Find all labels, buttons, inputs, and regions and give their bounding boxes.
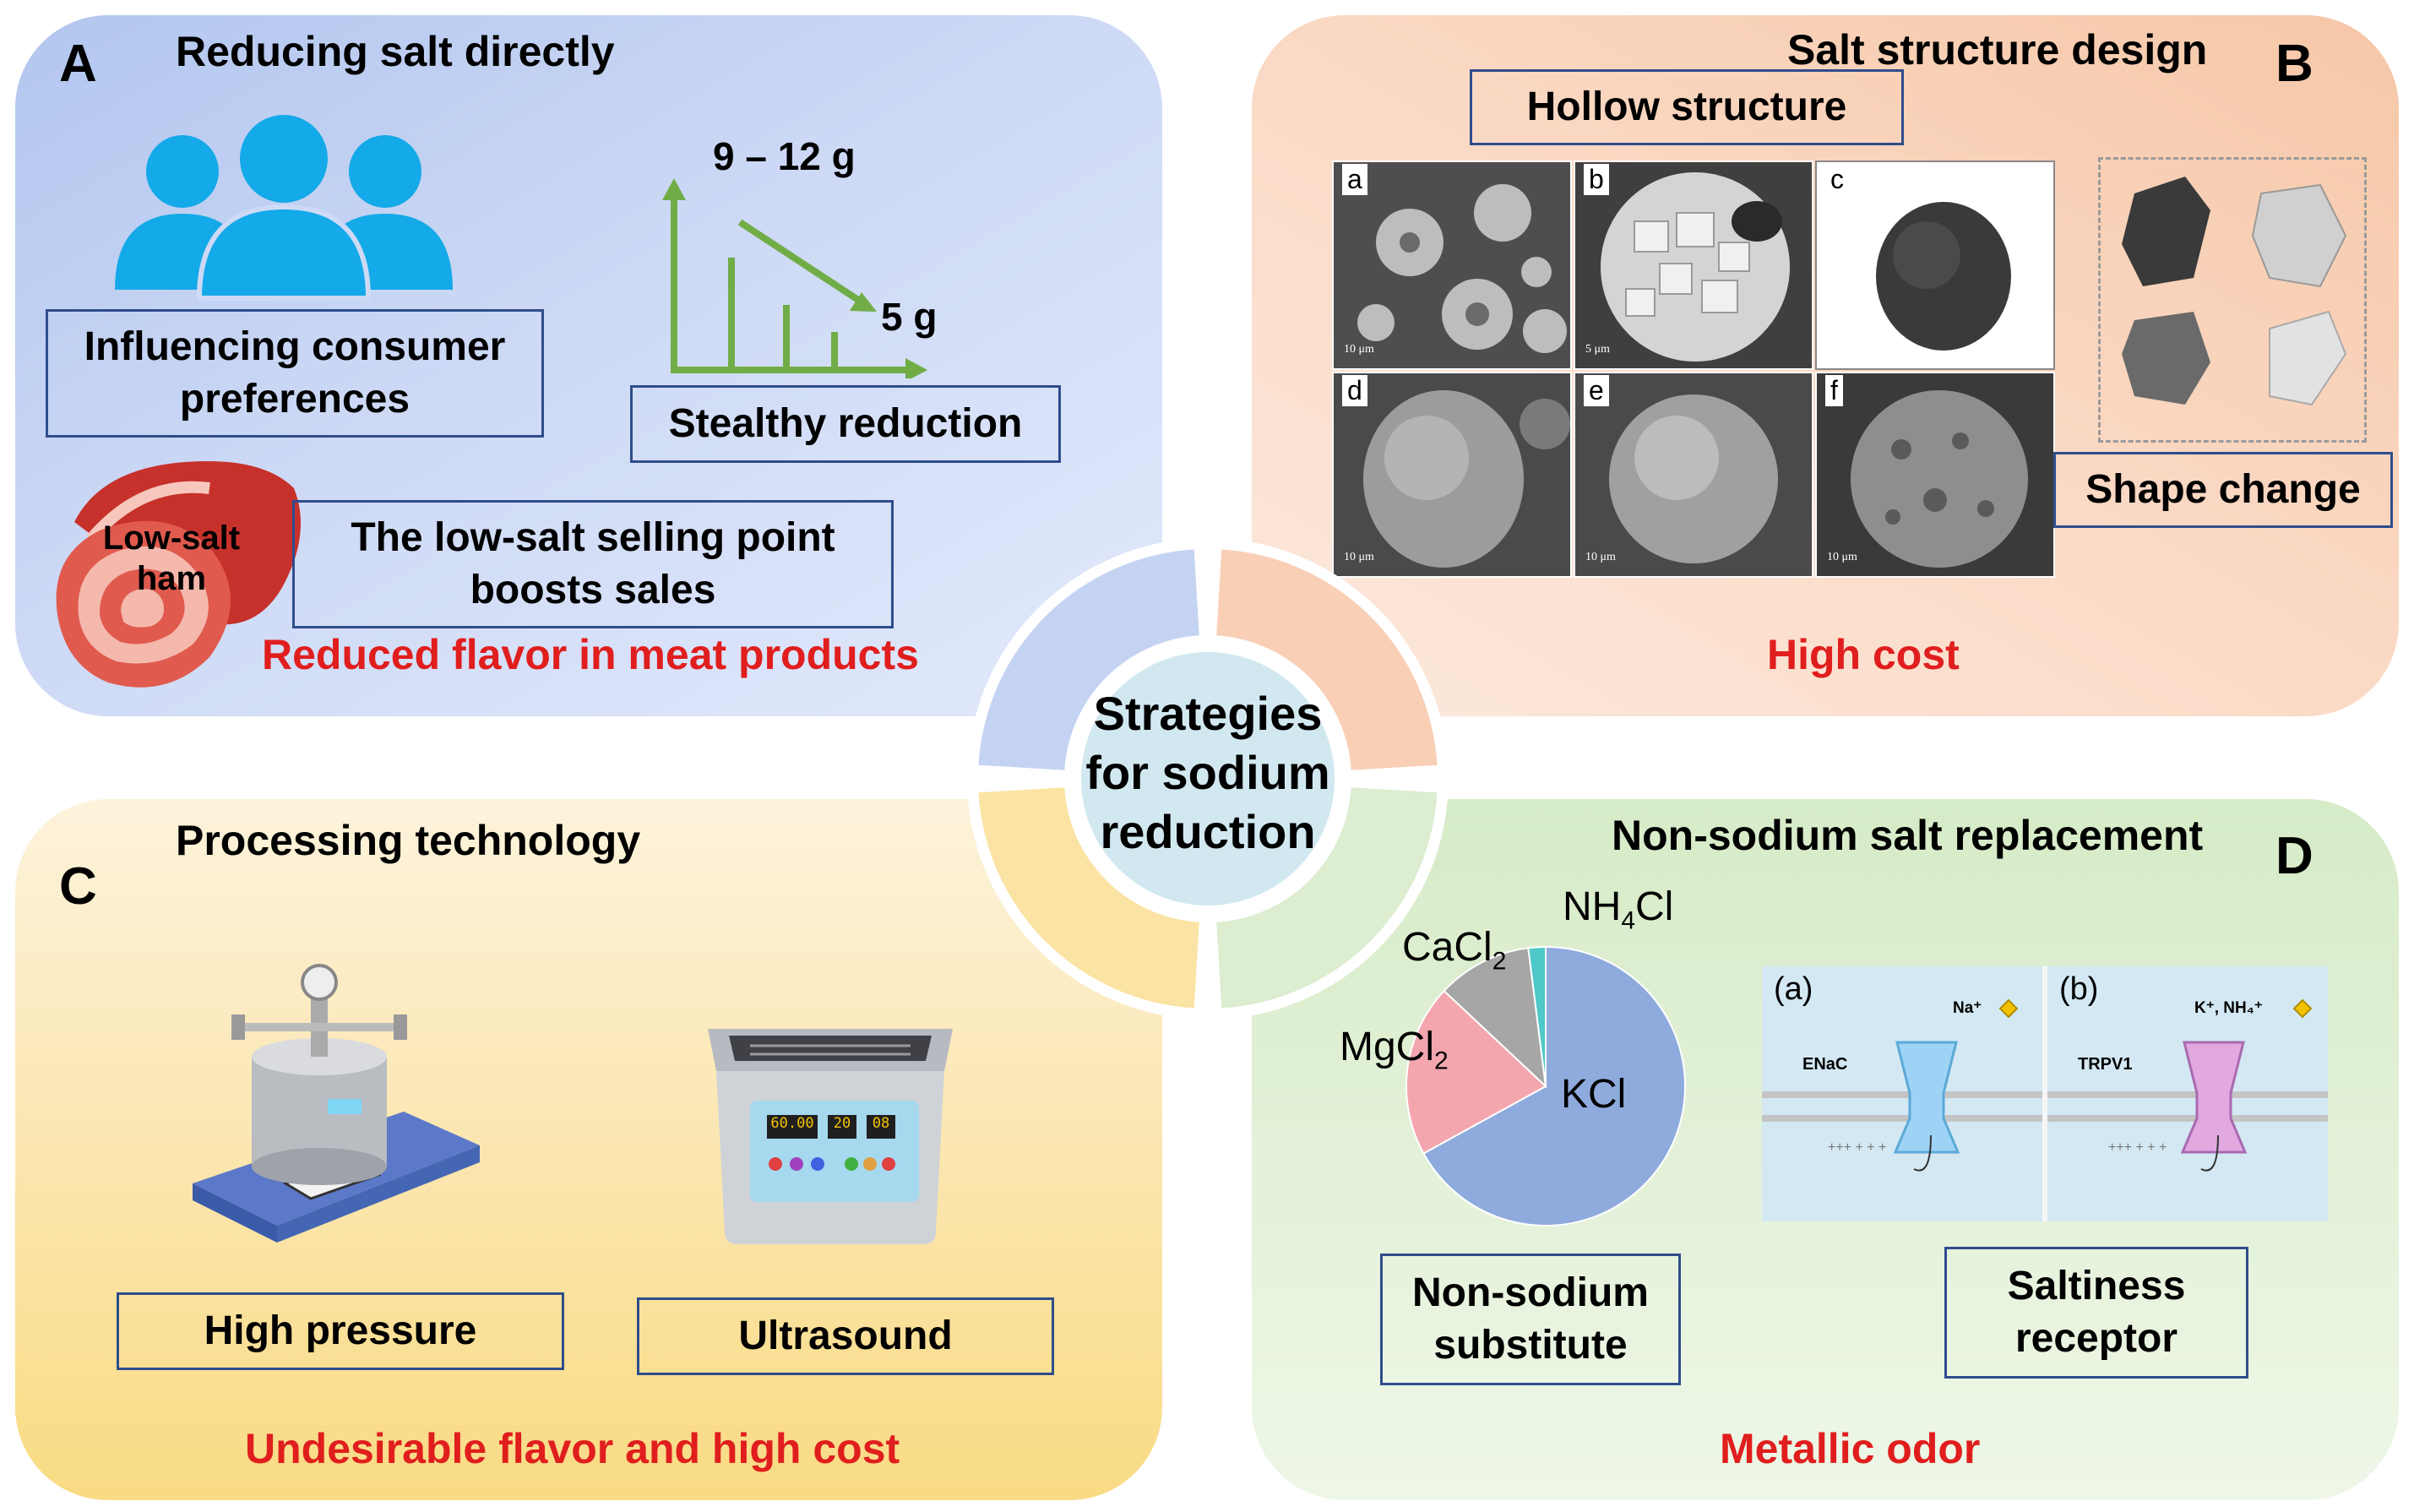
micrograph-e: e 10 μm <box>1574 372 1813 578</box>
taste-receptor-diagram <box>1762 966 2328 1221</box>
panel-c-drawback: Undesirable flavor and high cost <box>245 1425 900 1472</box>
micrograph-a-scale: 10 μm <box>1344 343 1374 356</box>
pie-slice-mgcl2 <box>1405 989 1547 1155</box>
panel-d-title: Non-sodium salt replacement <box>1612 812 2204 859</box>
micrograph-a-image <box>1357 184 1567 353</box>
receptor-panel-a-label: (a) <box>1774 971 1813 1007</box>
high-pressure-box: High pressure <box>117 1292 564 1370</box>
pie-label-cacl2: CaCl2 <box>1402 925 1507 976</box>
panel-b-drawback: High cost <box>1767 631 1960 678</box>
center-ring <box>967 538 1449 1020</box>
micrograph-f-label: f <box>1825 375 1843 406</box>
center-disc <box>1081 652 1335 906</box>
ultrasound-display-temp: 08 <box>872 1115 890 1132</box>
receptor-panel-b-label: (b) <box>2059 971 2099 1007</box>
ring-segment-c <box>978 787 1199 1009</box>
pie-slice-kcl <box>1422 945 1686 1226</box>
panel-d-drawback: Metallic odor <box>1720 1425 1981 1472</box>
micrograph-b: b 5 μm <box>1574 160 1813 370</box>
pie-label-nh4cl: NH4Cl <box>1563 884 1674 935</box>
potassium-ammonium-ion-label: K⁺, NH₄⁺ <box>2194 999 2263 1017</box>
declining-bar-icon <box>662 178 927 378</box>
pie-label-kcl: KCl <box>1561 1072 1627 1117</box>
panel-a-title: Reducing salt directly <box>176 28 615 75</box>
micrograph-b-label: b <box>1584 164 1609 195</box>
membrane-charge-a: +++ + + + <box>1828 1140 1887 1155</box>
ultrasound-display-power: 20 <box>833 1115 851 1132</box>
micrograph-d-scale: 10 μm <box>1344 551 1374 563</box>
micrograph-f-image <box>1851 390 2028 568</box>
ultrasound-box: Ultrasound <box>637 1297 1054 1375</box>
trpv1-label: TRPV1 <box>2078 1055 2133 1074</box>
panel-b-title: Salt structure design <box>1787 26 2208 73</box>
shape-change-frame <box>2098 157 2367 443</box>
micrograph-e-label: e <box>1584 375 1609 406</box>
membrane-charge-b: +++ + + + <box>2108 1140 2167 1155</box>
micrograph-b-scale: 5 μm <box>1585 343 1610 356</box>
micrograph-a-label: a <box>1342 164 1367 195</box>
pie-slice-cacl2 <box>1443 947 1547 1089</box>
consumers-icon <box>115 115 453 301</box>
micrograph-d-label: d <box>1342 375 1367 406</box>
panel-a-drawback: Reduced flavor in meat products <box>262 631 919 678</box>
enac-label: ENaC <box>1802 1055 1848 1074</box>
high-pressure-reactor-icon <box>193 964 480 1243</box>
stealthy-reduction-box: Stealthy reduction <box>630 385 1061 463</box>
micrograph-e-scale: 10 μm <box>1585 551 1616 563</box>
panel-a-letter: A <box>59 35 97 93</box>
pie-label-mgcl2: MgCl2 <box>1340 1025 1449 1075</box>
micrograph-d-image <box>1363 390 1570 568</box>
micrograph-e-image <box>1609 394 1778 563</box>
ring-segment-b <box>1216 549 1438 770</box>
crystal-shapes-image <box>2122 177 2347 406</box>
micrograph-f-scale: 10 μm <box>1827 551 1857 563</box>
salt-substitute-pie-chart <box>1405 945 1686 1226</box>
ham-icon <box>56 461 301 688</box>
ring-segment-a <box>978 549 1199 770</box>
panel-b: Salt structure design B Hollow structure… <box>1252 15 2399 716</box>
micrograph-f: f 10 μm <box>1815 372 2055 578</box>
ultrasound-display-time: 60.00 <box>770 1115 814 1132</box>
panel-d: Non-sodium salt replacement D NH4Cl CaCl… <box>1252 799 2399 1500</box>
micrograph-c-image <box>1876 202 2011 351</box>
salt-intake-current-label: 9 – 12 g <box>713 134 856 178</box>
panel-c-letter: C <box>59 857 97 916</box>
taste-receptor-figure: (a) (b) ENaC TRPV1 Na⁺ K⁺, NH₄⁺ +++ + + … <box>1762 966 2328 1221</box>
panel-d-letter: D <box>2275 827 2313 885</box>
panel-c-title: Processing technology <box>176 817 641 864</box>
micrograph-b-image <box>1601 172 1790 362</box>
panel-a: A Reducing salt directly Influencing con… <box>15 15 1162 716</box>
ring-segment-d <box>1216 787 1438 1009</box>
micrograph-c-label: c <box>1825 164 1849 195</box>
pie-slice-nh4cl <box>1527 945 1547 1087</box>
ultrasound-bath-icon <box>708 1029 953 1244</box>
micrograph-d: d 10 μm <box>1332 372 1572 578</box>
panel-c: C Processing technology High pressure 60… <box>15 799 1162 1500</box>
hollow-structure-box: Hollow structure <box>1470 69 1904 145</box>
sodium-ion-label: Na⁺ <box>1953 999 1982 1017</box>
salt-intake-target-label: 5 g <box>881 295 938 339</box>
micrograph-c: c <box>1815 160 2055 370</box>
micrograph-a: a 10 μm <box>1332 160 1572 370</box>
shape-change-box: Shape change <box>2053 452 2393 528</box>
panel-b-letter: B <box>2275 35 2313 93</box>
